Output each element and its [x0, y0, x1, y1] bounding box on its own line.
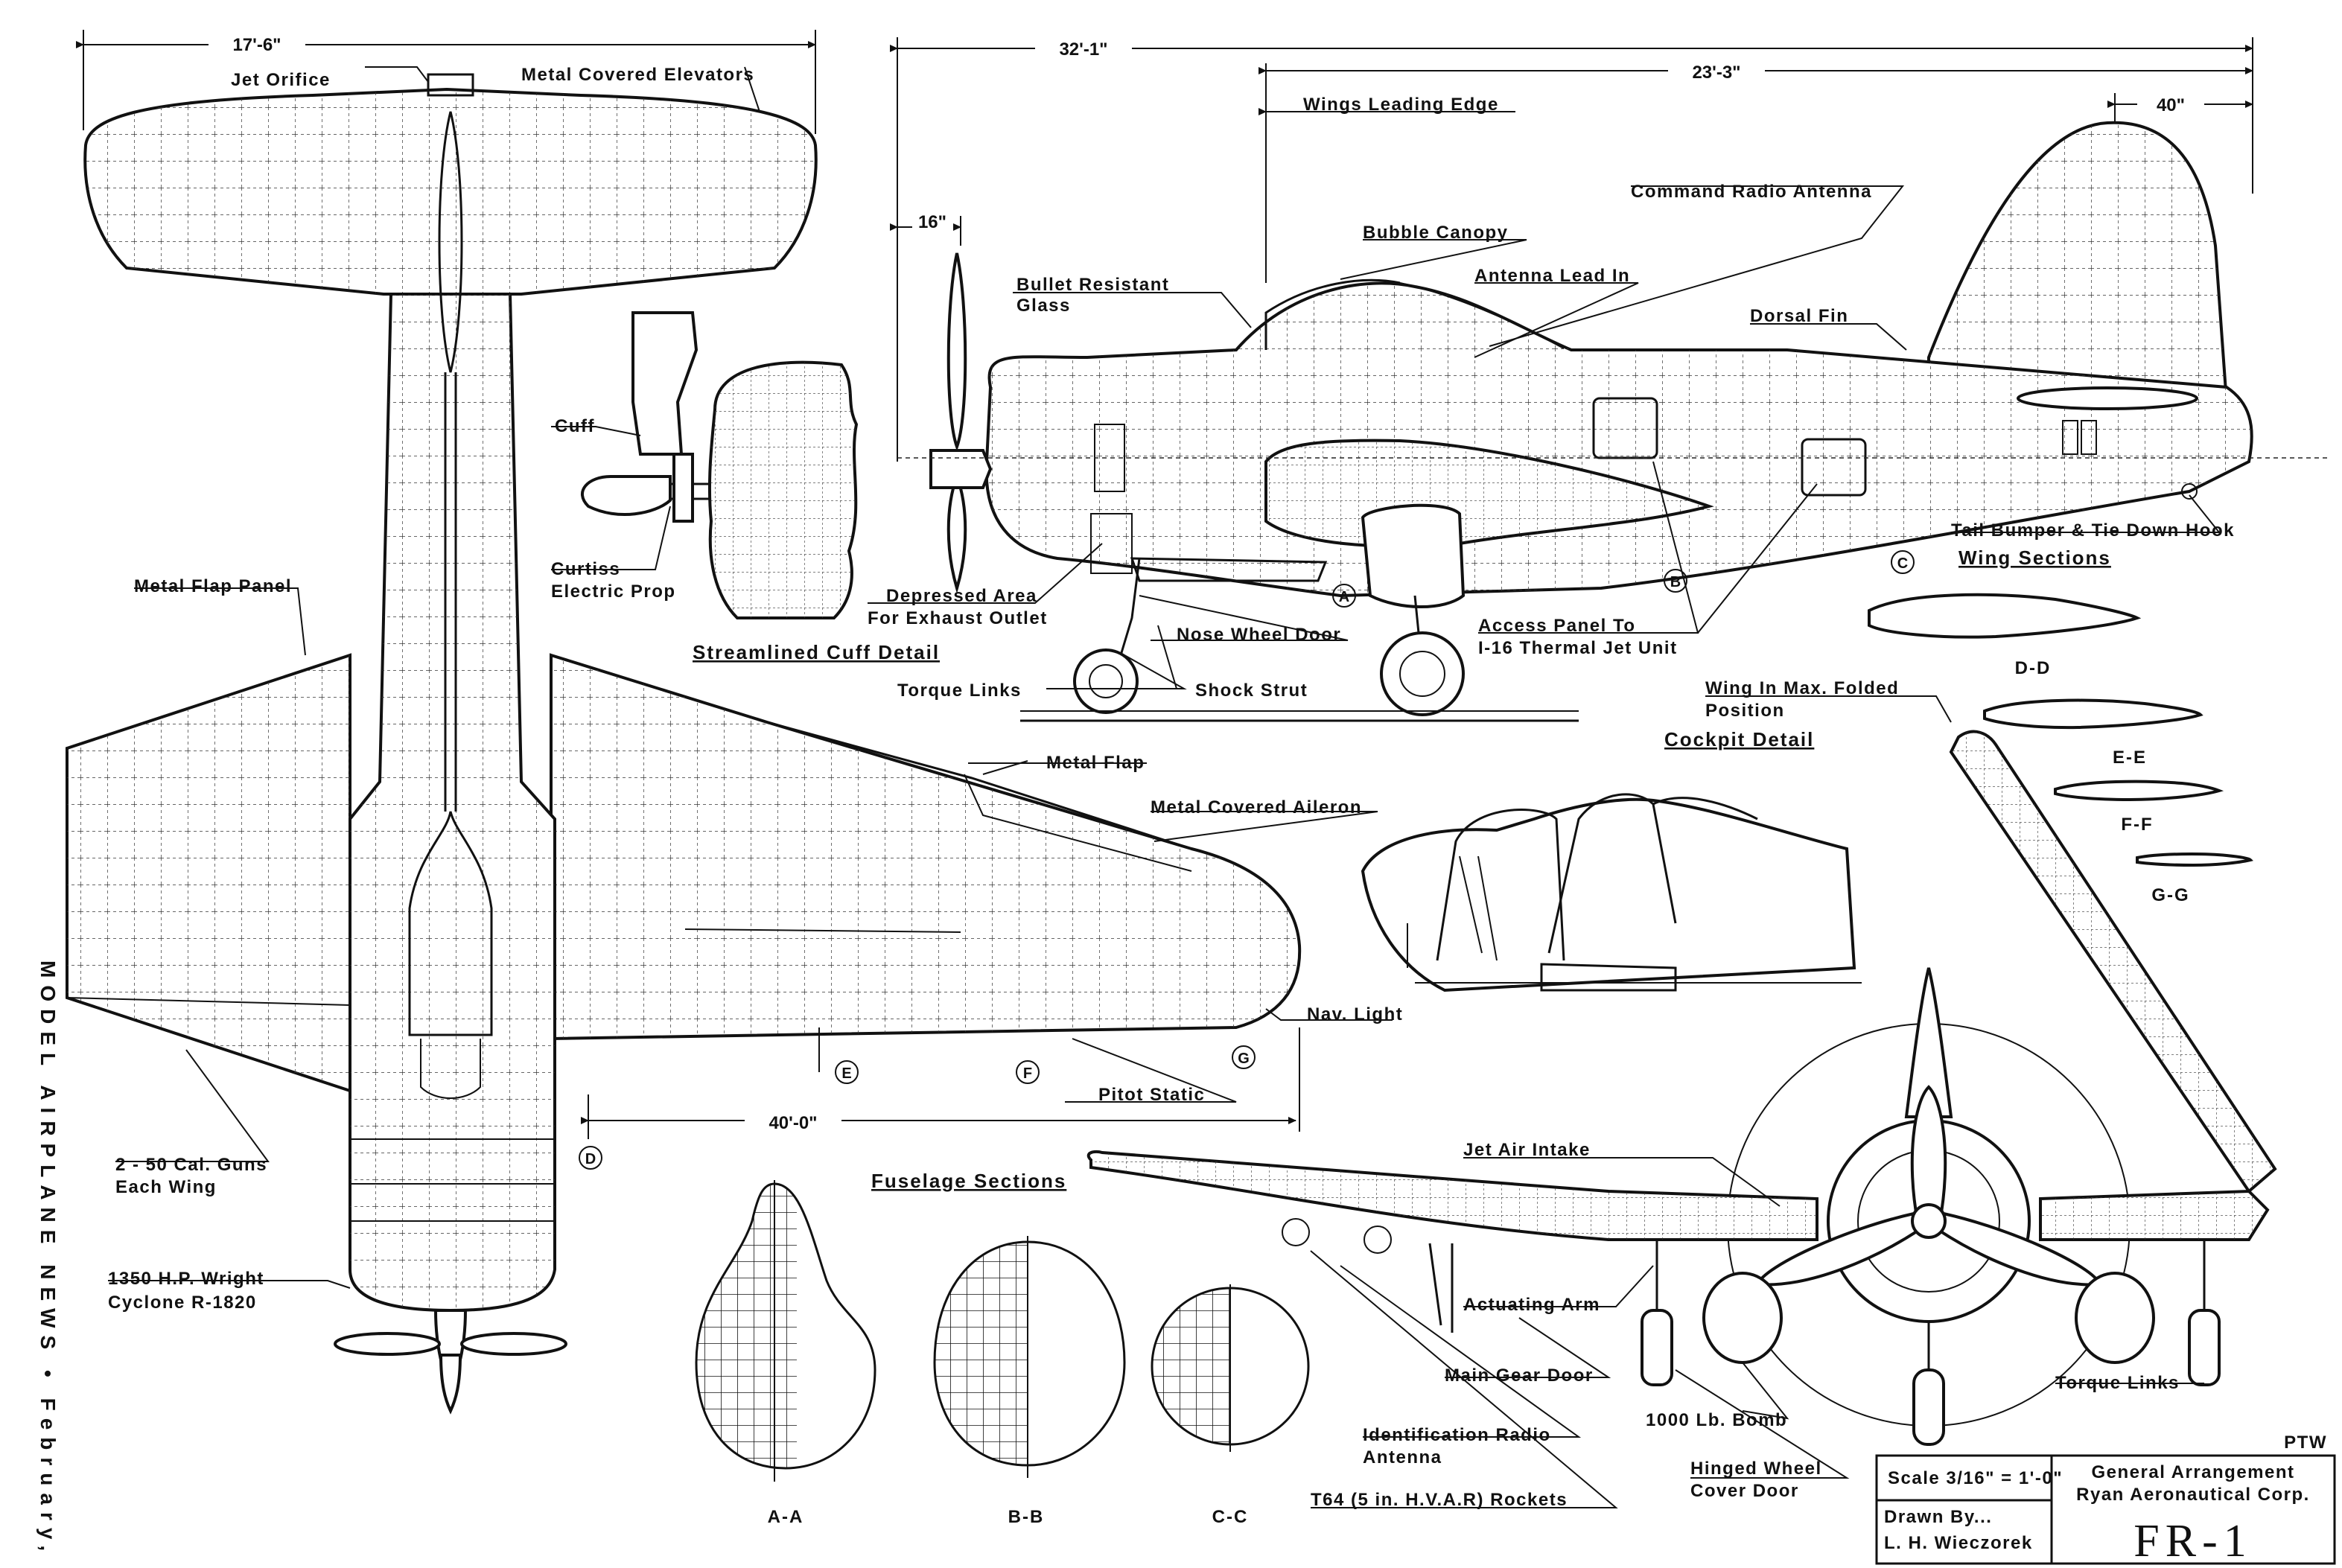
- callout-labels: Jet Orifice Metal Covered Elevators Wing…: [108, 65, 2235, 1510]
- label-metal-flap-panel: Metal Flap Panel: [134, 576, 292, 596]
- dim-le-to-tail: 23'-3": [1692, 63, 1740, 83]
- dim-length: 32'-1": [1059, 39, 1107, 60]
- section-labels: D-D E-E F-F G-G A-A B-B C-C: [768, 658, 2189, 1527]
- label-torque-links-front: Torque Links: [2055, 1373, 2180, 1393]
- dim-tail-span: 17'-6": [232, 35, 281, 55]
- label-depressed-area: Depressed Area: [886, 586, 1037, 606]
- label-cockpit-detail: Cockpit Detail: [1664, 728, 1814, 750]
- plan-dimensions: 17'-6" 40'-0": [76, 30, 1300, 1139]
- front-view: [1086, 730, 2277, 1446]
- label-two-50-cal: 2 - 50 Cal. Guns: [115, 1155, 267, 1175]
- label-g-g: G-G: [2151, 885, 2189, 905]
- label-cover-door: Cover Door: [1690, 1481, 1799, 1501]
- draftsman-name: L. H. Wieczorek: [1884, 1533, 2033, 1553]
- label-jet-orifice: Jet Orifice: [231, 70, 331, 90]
- wing-sections: [1868, 593, 2253, 867]
- model-designation: FR-1: [2133, 1516, 2252, 1567]
- label-wright: 1350 H.P. Wright: [108, 1269, 264, 1289]
- side-view: 32'-1" 23'-3" 40" 16": [890, 34, 2331, 722]
- label-metal-covered-aileron: Metal Covered Aileron: [1151, 797, 1362, 818]
- label-wing-max-folded: Wing In Max. Folded: [1705, 678, 1899, 698]
- cuff-detail: [581, 311, 859, 619]
- dim-tail-height: 40": [2157, 95, 2185, 115]
- dim-half-span: 40'-0": [769, 1113, 817, 1133]
- company-name: Ryan Aeronautical Corp.: [2076, 1485, 2310, 1505]
- label-each-wing: Each Wing: [115, 1177, 217, 1197]
- side-prop: [946, 252, 967, 451]
- label-exhaust-outlet: For Exhaust Outlet: [868, 608, 1048, 628]
- magazine-caption: MODEL AIRPLANE NEWS • February, 194: [36, 960, 60, 1568]
- title-block: Scale 3/16" = 1'-0" Drawn By... L. H. Wi…: [1875, 1432, 2336, 1567]
- marker-f: F: [1023, 1065, 1032, 1082]
- label-cuff: Cuff: [555, 416, 595, 436]
- section-markers: A B C D E F G: [579, 550, 1915, 1170]
- draftsman-initials: PTW: [2284, 1432, 2327, 1453]
- label-rockets: T64 (5 in. H.V.A.R) Rockets: [1311, 1490, 1568, 1510]
- marker-a: A: [1339, 589, 1349, 605]
- scale-label: Scale 3/16" = 1'-0": [1888, 1468, 2063, 1488]
- plan-view: [66, 73, 1302, 1415]
- label-metal-flap: Metal Flap: [1046, 753, 1145, 773]
- label-glass: Glass: [1016, 296, 1071, 316]
- marker-e: E: [841, 1065, 851, 1082]
- fuselage-sections: [695, 1180, 1310, 1482]
- label-access-panel: Access Panel To: [1478, 616, 1635, 636]
- label-antenna: Antenna: [1363, 1447, 1442, 1467]
- label-tail-bumper: Tail Bumper & Tie Down Hook: [1951, 520, 2235, 541]
- general-arrangement-label: General Arrangement: [2091, 1462, 2294, 1482]
- label-nose-wheel-door: Nose Wheel Door: [1177, 625, 1341, 645]
- label-hinged-wheel: Hinged Wheel: [1690, 1459, 1822, 1479]
- label-bubble-canopy: Bubble Canopy: [1363, 223, 1509, 243]
- label-bullet-resistant: Bullet Resistant: [1016, 275, 1169, 295]
- label-electric-prop: Electric Prop: [551, 581, 676, 602]
- label-curtiss: Curtiss: [551, 559, 620, 579]
- label-position: Position: [1705, 701, 1785, 721]
- label-f-f: F-F: [2121, 815, 2153, 835]
- label-fuselage-sections: Fuselage Sections: [871, 1170, 1066, 1192]
- label-command-radio-antenna: Command Radio Antenna: [1631, 182, 1872, 202]
- label-nav-light: Nav. Light: [1307, 1004, 1403, 1024]
- label-pitot-static: Pitot Static: [1098, 1085, 1205, 1105]
- marker-g: G: [1238, 1051, 1250, 1067]
- marker-b: B: [1670, 574, 1681, 590]
- label-cyclone: Cyclone R-1820: [108, 1293, 257, 1313]
- label-metal-covered-elevators: Metal Covered Elevators: [521, 65, 754, 85]
- label-c-c: C-C: [1212, 1507, 1249, 1527]
- label-e-e: E-E: [2113, 748, 2147, 768]
- label-shock-strut: Shock Strut: [1195, 681, 1308, 701]
- label-d-d: D-D: [2015, 658, 2052, 678]
- label-jet-air-intake: Jet Air Intake: [1463, 1140, 1591, 1160]
- cockpit-detail: [1361, 793, 1862, 992]
- leader-lines: [108, 66, 2221, 1508]
- label-dorsal-fin: Dorsal Fin: [1750, 306, 1848, 326]
- marker-d: D: [585, 1151, 596, 1167]
- drawn-by-label: Drawn By...: [1884, 1507, 1992, 1527]
- label-i16-thermal: I-16 Thermal Jet Unit: [1478, 638, 1678, 658]
- label-b-b: B-B: [1008, 1507, 1045, 1527]
- label-identification-radio: Identification Radio: [1363, 1425, 1551, 1445]
- label-a-a: A-A: [768, 1507, 804, 1527]
- label-main-gear-door: Main Gear Door: [1445, 1365, 1594, 1386]
- label-wings-leading-edge: Wings Leading Edge: [1303, 95, 1499, 115]
- label-antenna-lead-in: Antenna Lead In: [1474, 266, 1630, 286]
- dim-prop-offset: 16": [918, 212, 946, 232]
- label-wing-sections: Wing Sections: [1958, 546, 2111, 569]
- label-1000-lb-bomb: 1000 Lb. Bomb: [1646, 1410, 1787, 1430]
- label-actuating-arm: Actuating Arm: [1463, 1295, 1600, 1315]
- label-torque-links: Torque Links: [897, 681, 1022, 701]
- label-streamlined-cuff-detail: Streamlined Cuff Detail: [693, 641, 940, 663]
- marker-c: C: [1897, 555, 1908, 572]
